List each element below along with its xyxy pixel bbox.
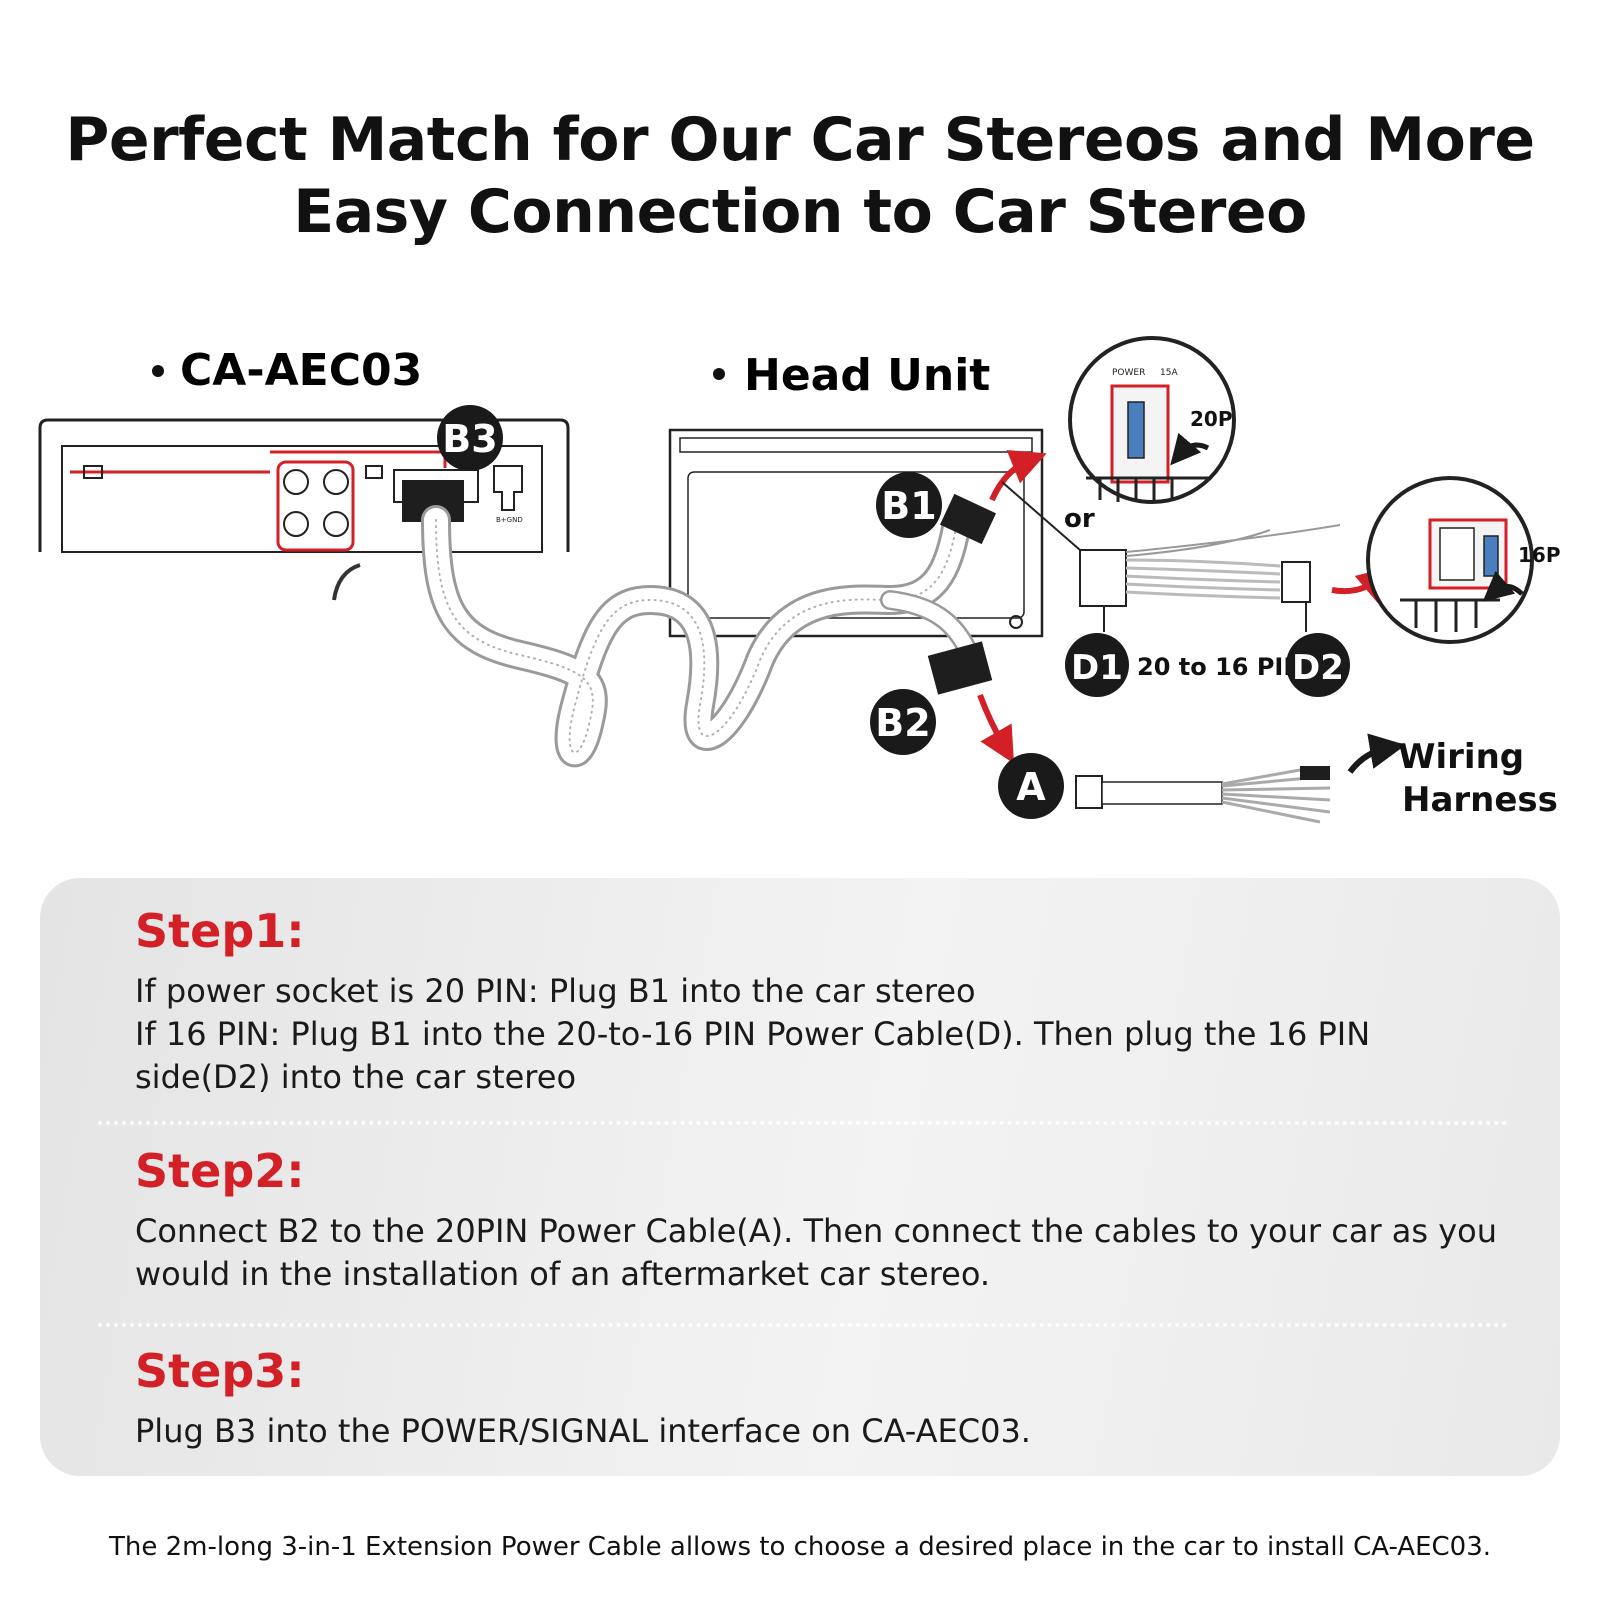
connector-b2 (927, 641, 993, 695)
step-3: Step3: Plug B3 into the POWER/SIGNAL int… (135, 1348, 1515, 1453)
step-3-line-1: Plug B3 into the POWER/SIGNAL interface … (135, 1412, 1031, 1450)
or-text: or (1064, 504, 1095, 534)
steps-panel: Step1: If power socket is 20 PIN: Plug B… (40, 878, 1560, 1476)
step-3-title: Step3: (135, 1344, 305, 1398)
socket-16p-zoom: 16P (1366, 476, 1561, 644)
extension-cable (421, 505, 980, 768)
adapter-text: 20 to 16 PIN (1137, 653, 1303, 681)
badge-d1: D1 (1065, 633, 1129, 697)
head-unit-label-text: Head Unit (744, 350, 990, 401)
device-label-text: CA-AEC03 (180, 345, 422, 396)
connector-b1 (939, 493, 997, 545)
badge-b1: B1 (876, 472, 942, 538)
page-title: Perfect Match for Our Car Stereos and Mo… (65, 105, 1535, 175)
page-subtitle: Easy Connection to Car Stereo (293, 177, 1307, 247)
harness-label: Harness (1402, 780, 1558, 820)
svg-text:15A: 15A (1160, 368, 1178, 378)
adapter-cable-d (1079, 524, 1341, 632)
arrow-harness (1347, 733, 1406, 774)
badge-b3: B3 (437, 405, 503, 471)
step-2-line-1: Connect B2 to the 20PIN Power Cable(A). … (135, 1212, 1498, 1293)
head-unit-label: Head Unit (713, 350, 990, 401)
socket-20p-zoom: POWER 15A 20P (1068, 336, 1236, 504)
arrow-b1-to-20p (989, 449, 1047, 502)
svg-text:20P: 20P (1190, 407, 1233, 431)
svg-text:B2: B2 (875, 701, 930, 745)
footer-note: The 2m-long 3-in-1 Extension Power Cable… (108, 1532, 1492, 1562)
step-1-line-2: If 16 PIN: Plug B1 into the 20-to-16 PIN… (135, 1015, 1371, 1096)
step-3-text: Plug B3 into the POWER/SIGNAL interface … (135, 1410, 1515, 1453)
badge-a: A (998, 753, 1064, 819)
connection-diagram: CA-AEC03 B+GND Head Unit (38, 336, 1561, 824)
badge-b2: B2 (870, 689, 936, 755)
svg-text:B1: B1 (881, 484, 936, 528)
step-2-text: Connect B2 to the 20PIN Power Cable(A). … (135, 1210, 1515, 1296)
step-1-text: If power socket is 20 PIN: Plug B1 into … (135, 970, 1515, 1099)
wiring-label: Wiring (1398, 737, 1524, 777)
arrow-b2-to-a (977, 693, 1014, 764)
wiring-harness-cable (1075, 766, 1331, 824)
step-1-line-1: If power socket is 20 PIN: Plug B1 into … (135, 972, 976, 1010)
svg-text:B3: B3 (442, 417, 497, 461)
device-port-text: B+GND (496, 516, 523, 524)
svg-text:A: A (1016, 765, 1046, 809)
step-1-title: Step1: (135, 904, 305, 958)
svg-text:D2: D2 (1292, 648, 1344, 688)
svg-text:16P: 16P (1518, 543, 1561, 567)
step-divider (98, 1121, 1508, 1125)
badge-d2: D2 (1286, 633, 1350, 697)
step-divider (98, 1323, 1508, 1327)
step-1: Step1: If power socket is 20 PIN: Plug B… (135, 908, 1515, 1099)
svg-text:POWER: POWER (1112, 368, 1145, 378)
svg-text:D1: D1 (1071, 648, 1123, 688)
device-label: CA-AEC03 (152, 345, 422, 396)
step-2-title: Step2: (135, 1144, 305, 1198)
step-2: Step2: Connect B2 to the 20PIN Power Cab… (135, 1148, 1515, 1296)
